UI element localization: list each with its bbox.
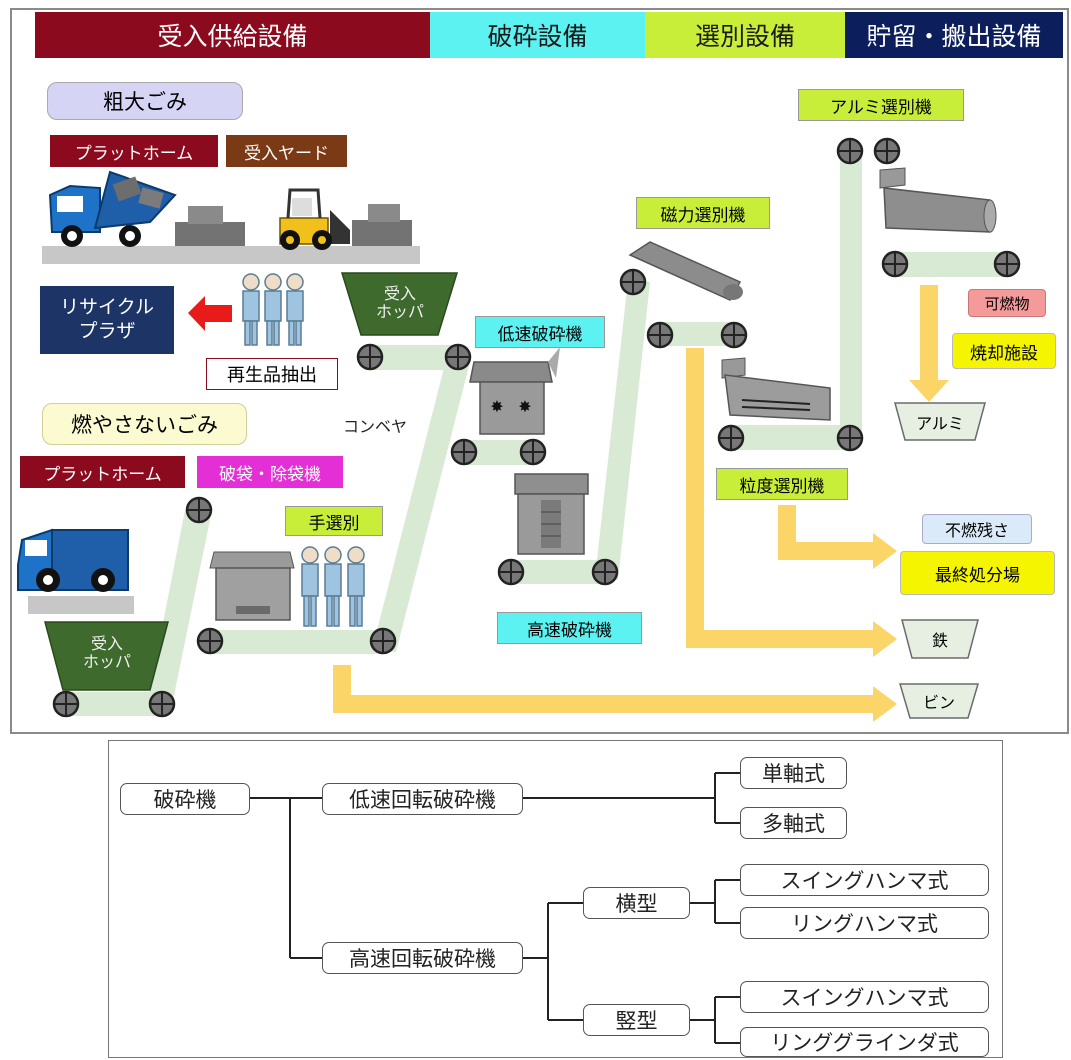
- red-arrow-icon: [188, 296, 232, 331]
- header-storage: 貯留・搬出設備: [845, 12, 1063, 58]
- final-disposal-label: 最終処分場: [900, 551, 1055, 595]
- aluminum-label: アルミ: [916, 413, 964, 433]
- combustible-label: 可燃物: [968, 289, 1046, 317]
- incombustible-residue-label: 不燃残さ: [922, 514, 1032, 544]
- workers-hand-sorting-illustration: [301, 546, 365, 627]
- tree-node-ring-hammer-horizontal: リングハンマ式: [740, 907, 989, 939]
- tree-node-swing-hammer-vertical: スイングハンマ式: [740, 981, 989, 1013]
- conveyor-label: コンベヤ: [342, 417, 407, 436]
- header-sorting: 選別設備: [645, 12, 845, 58]
- tree-node-single-shaft: 単軸式: [740, 757, 847, 789]
- bag-breaker-illustration: [209, 551, 295, 621]
- workers-regenerate-illustration: [242, 273, 304, 346]
- hopper-top: [340, 272, 459, 336]
- high-speed-crusher-label: 高速破砕機: [497, 612, 642, 644]
- hand-sorting-label: 手選別: [285, 506, 383, 536]
- platform-bottom-label: プラットホーム: [20, 456, 185, 488]
- output-bins: [894, 402, 986, 719]
- recycle-plaza-label: リサイクル プラザ: [40, 286, 174, 354]
- tree-node-horizontal: 横型: [583, 887, 690, 919]
- svg-text:✸: ✸: [490, 397, 503, 416]
- high-speed-crusher-illustration: [514, 473, 589, 555]
- hopper-bottom: [44, 621, 169, 691]
- regenerate-extract-label: 再生品抽出: [206, 358, 338, 390]
- hopper-bottom-label: 受入 ホッパ: [82, 633, 131, 671]
- flow-arrows: [333, 285, 949, 722]
- tree-node-ring-grinder-vertical: リンググラインダ式: [740, 1027, 989, 1057]
- truck-dump-illustration: [42, 170, 420, 264]
- tree-node-crusher: 破砕機: [120, 783, 250, 815]
- nonburnable-waste-label: 燃やさないごみ: [42, 403, 247, 445]
- bag-breaker-label: 破袋・除袋機: [197, 456, 343, 488]
- flow-drawing: ✸ ✸: [17, 137, 1021, 722]
- svg-text:✸: ✸: [518, 397, 531, 416]
- tree-node-low-speed: 低速回転破砕機: [322, 783, 523, 815]
- aluminum-separator-label: アルミ選別機: [798, 89, 964, 121]
- tree-node-high-speed: 高速回転破砕機: [322, 942, 523, 974]
- truck-bottom-illustration: [17, 528, 134, 614]
- bulky-waste-label: 粗大ごみ: [47, 82, 243, 120]
- size-separator-label: 粒度選別機: [716, 468, 848, 500]
- tree-node-vertical: 竪型: [583, 1004, 690, 1036]
- hopper-top-label: 受入 ホッパ: [375, 283, 424, 321]
- conveyors: [60, 150, 1006, 716]
- size-separator-illustration: [721, 357, 831, 421]
- header-crushing: 破砕設備: [430, 12, 645, 58]
- low-speed-crusher-label: 低速破砕機: [475, 316, 605, 348]
- aluminum-separator-illustration: [879, 167, 997, 233]
- receiving-yard-label: 受入ヤード: [226, 135, 347, 167]
- tree-node-swing-hammer-horizontal: スイングハンマ式: [740, 864, 989, 896]
- platform-top-label: プラットホーム: [50, 135, 218, 167]
- magnetic-separator-label: 磁力選別機: [636, 197, 770, 229]
- incineration-label: 焼却施設: [952, 333, 1056, 369]
- header-intake: 受入供給設備: [35, 12, 430, 58]
- tree-node-multi-shaft: 多軸式: [740, 807, 847, 839]
- magnetic-separator-illustration: [628, 241, 743, 301]
- tree-connectors: [250, 772, 740, 1044]
- low-speed-crusher-illustration: ✸ ✸: [469, 347, 560, 435]
- bottle-label: ビン: [922, 693, 955, 712]
- iron-label: 鉄: [931, 631, 948, 650]
